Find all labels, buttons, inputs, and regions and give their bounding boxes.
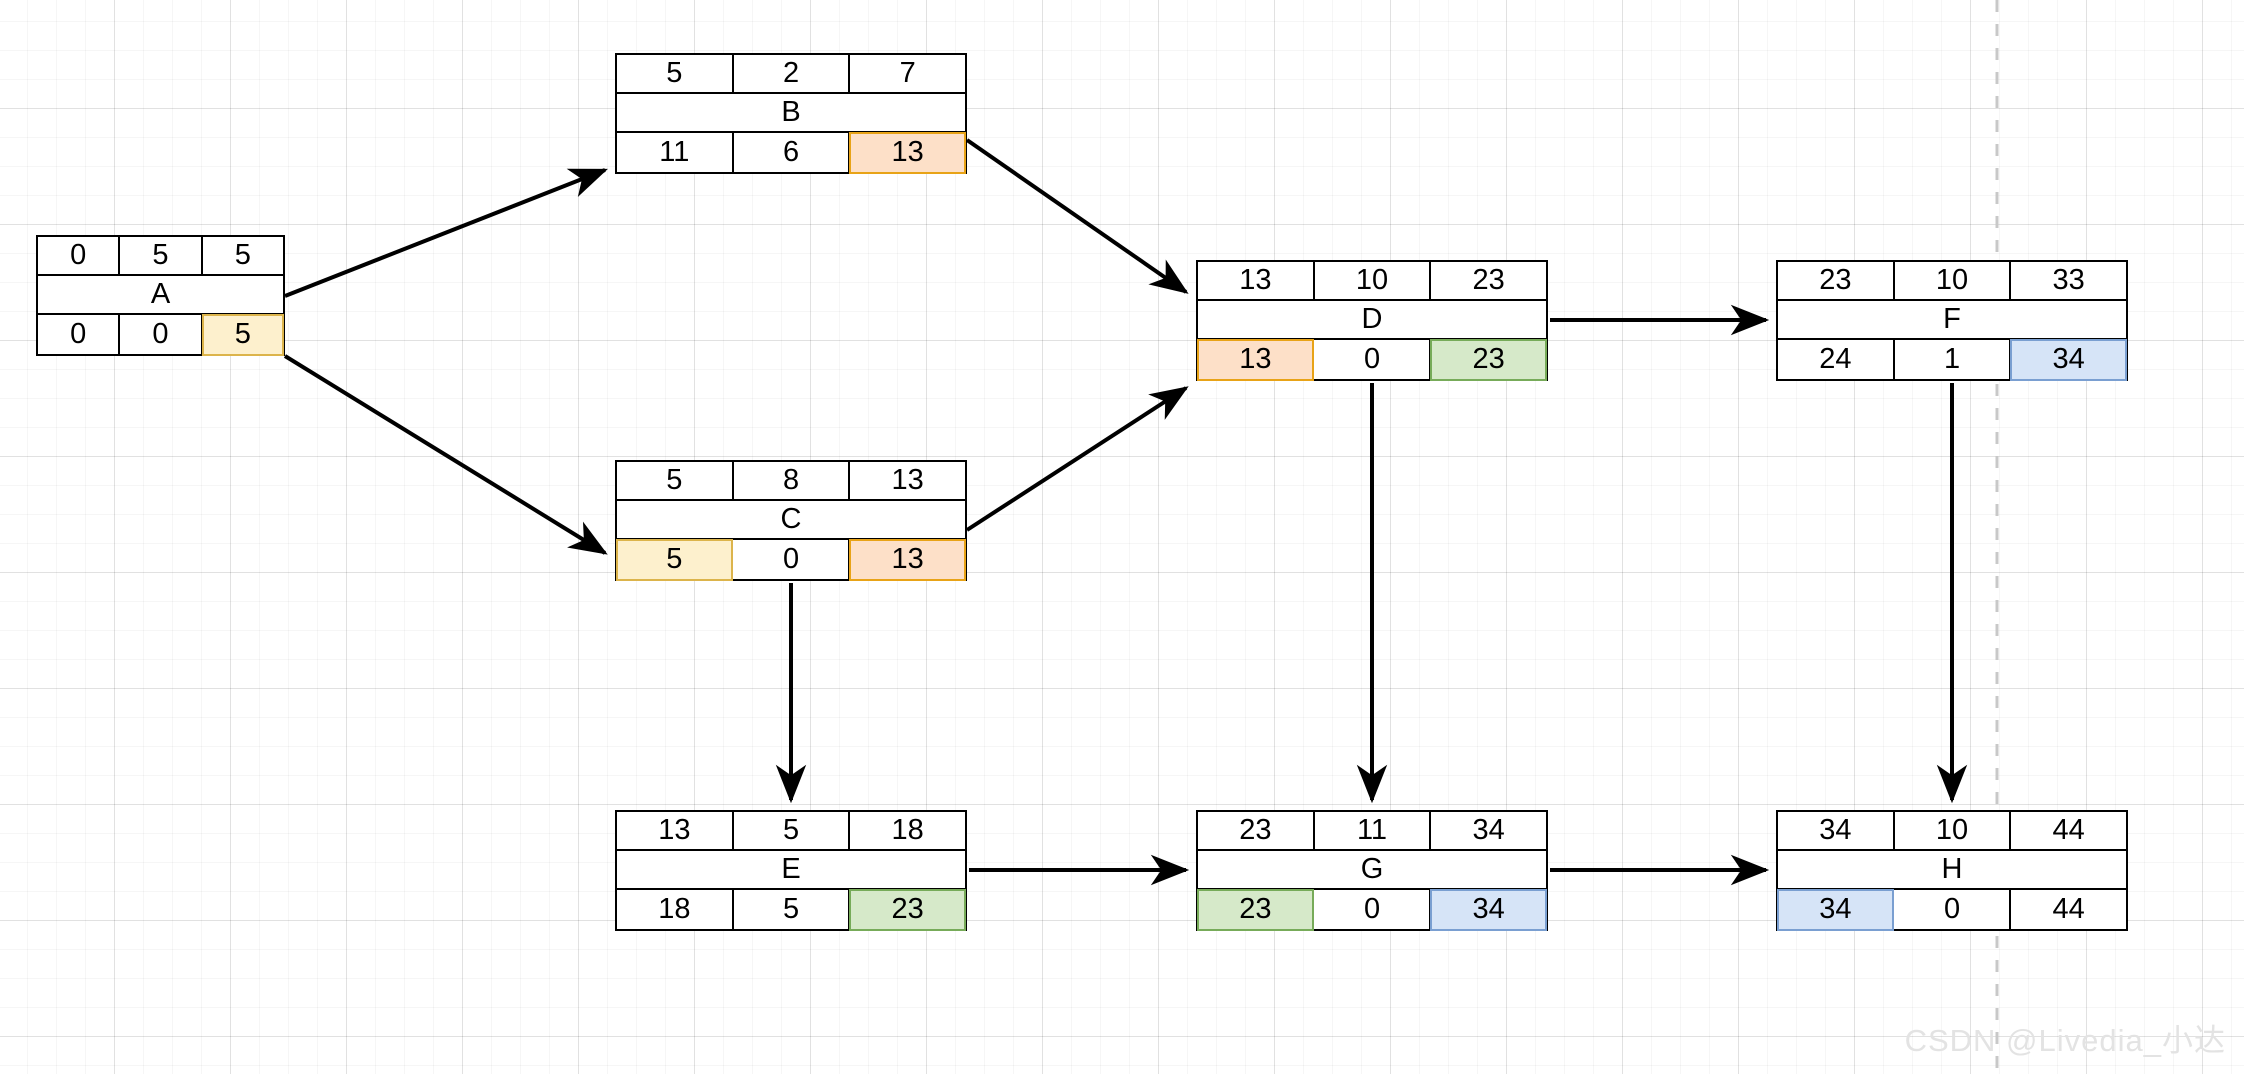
- node-f-duration: 10: [1895, 262, 2012, 300]
- node-e-bottom-row: 18 5 23: [617, 889, 967, 931]
- node-c-top-row: 5 8 13: [617, 462, 965, 502]
- node-b-top-row: 5 2 7: [617, 55, 965, 95]
- node-e-slack: 5: [734, 890, 851, 929]
- node-g[interactable]: 23 11 34 G 23 0 34: [1196, 810, 1548, 931]
- node-h-late-start: 34: [1777, 889, 1895, 931]
- node-f-slack: 1: [1895, 340, 2012, 379]
- node-h-bottom-row: 34 0 44: [1777, 889, 2126, 931]
- node-e-early-start: 13: [617, 812, 734, 850]
- node-f-late-finish: 34: [2010, 339, 2128, 381]
- node-a-late-start: 0: [38, 315, 121, 354]
- node-g-slack: 0: [1315, 890, 1432, 929]
- node-g-early-finish: 34: [1472, 814, 1505, 847]
- node-d[interactable]: 13 10 23 D 13 0 23: [1196, 260, 1548, 381]
- node-d-late-finish: 23: [1430, 339, 1548, 381]
- edge-b-to-d: [965, 138, 1189, 294]
- node-f-early-finish: 33: [2052, 264, 2085, 297]
- node-e-label: E: [617, 851, 965, 891]
- node-h-early-start: 34: [1778, 812, 1895, 850]
- node-a-label: A: [38, 276, 283, 316]
- node-g-early-start: 23: [1198, 812, 1315, 850]
- node-d-early-finish: 23: [1472, 264, 1505, 297]
- edge-a-to-c: [283, 354, 608, 555]
- node-c[interactable]: 5 8 13 C 5 0 13: [615, 460, 967, 581]
- node-h-top-row: 34 10 44: [1778, 812, 2126, 852]
- node-c-early-finish: 13: [891, 464, 924, 497]
- node-f-top-row: 23 10 33: [1778, 262, 2126, 302]
- node-c-late-finish: 13: [849, 539, 967, 581]
- node-d-late-start: 13: [1197, 339, 1315, 381]
- node-b[interactable]: 5 2 7 B 11 6 13: [615, 53, 967, 174]
- node-c-duration: 8: [734, 462, 851, 500]
- node-c-label: C: [617, 501, 965, 541]
- node-a-late-finish: 5: [201, 314, 284, 356]
- node-e-top-row: 13 5 18: [617, 812, 965, 852]
- node-a-top-row: 0 5 5: [38, 237, 283, 277]
- node-a-early-finish: 5: [234, 239, 251, 272]
- node-e-late-finish: 23: [849, 889, 967, 931]
- node-d-label: D: [1198, 301, 1546, 341]
- node-a-bottom-row: 0 0 5: [38, 314, 284, 356]
- node-e-early-finish: 18: [891, 814, 924, 847]
- node-a[interactable]: 0 5 5 A 0 0 5: [36, 235, 285, 356]
- node-f[interactable]: 23 10 33 F 24 1 34: [1776, 260, 2128, 381]
- node-d-early-start: 13: [1198, 262, 1315, 300]
- node-g-late-finish: 34: [1430, 889, 1548, 931]
- node-c-bottom-row: 5 0 13: [616, 539, 967, 581]
- node-e-late-start: 18: [617, 890, 734, 929]
- node-b-late-start: 11: [617, 133, 734, 172]
- node-b-late-finish: 13: [849, 132, 967, 174]
- node-c-slack: 0: [734, 540, 851, 579]
- node-h-duration: 10: [1895, 812, 2012, 850]
- node-g-bottom-row: 23 0 34: [1197, 889, 1548, 931]
- node-h-label: H: [1778, 851, 2126, 891]
- node-d-duration: 10: [1315, 262, 1432, 300]
- node-b-early-start: 5: [617, 55, 734, 93]
- node-h-late-finish: 44: [2052, 893, 2085, 926]
- edge-a-to-b: [284, 168, 608, 298]
- node-g-late-start: 23: [1197, 889, 1315, 931]
- node-b-label: B: [617, 94, 965, 134]
- node-b-duration: 2: [734, 55, 851, 93]
- edge-c-to-d: [965, 386, 1189, 532]
- node-g-top-row: 23 11 34: [1198, 812, 1546, 852]
- node-e-duration: 5: [734, 812, 851, 850]
- node-f-late-start: 24: [1778, 340, 1895, 379]
- node-g-duration: 11: [1315, 812, 1432, 850]
- node-b-early-finish: 7: [899, 57, 916, 90]
- node-d-top-row: 13 10 23: [1198, 262, 1546, 302]
- node-b-bottom-row: 11 6 13: [617, 132, 967, 174]
- node-f-bottom-row: 24 1 34: [1778, 339, 2128, 381]
- node-h-slack: 0: [1895, 890, 2012, 929]
- node-b-slack: 6: [734, 133, 851, 172]
- node-a-early-start: 0: [38, 237, 121, 275]
- node-c-early-start: 5: [617, 462, 734, 500]
- node-a-slack: 0: [120, 315, 203, 354]
- node-d-slack: 0: [1315, 340, 1432, 379]
- node-c-late-start: 5: [616, 539, 734, 581]
- node-f-early-start: 23: [1778, 262, 1895, 300]
- node-h[interactable]: 34 10 44 H 34 0 44: [1776, 810, 2128, 931]
- watermark: CSDN @Livedia_小达: [1904, 1023, 2226, 1058]
- node-e[interactable]: 13 5 18 E 18 5 23: [615, 810, 967, 931]
- node-f-label: F: [1778, 301, 2126, 341]
- node-a-duration: 5: [120, 237, 203, 275]
- node-h-early-finish: 44: [2052, 814, 2085, 847]
- node-d-bottom-row: 13 0 23: [1197, 339, 1548, 381]
- node-g-label: G: [1198, 851, 1546, 891]
